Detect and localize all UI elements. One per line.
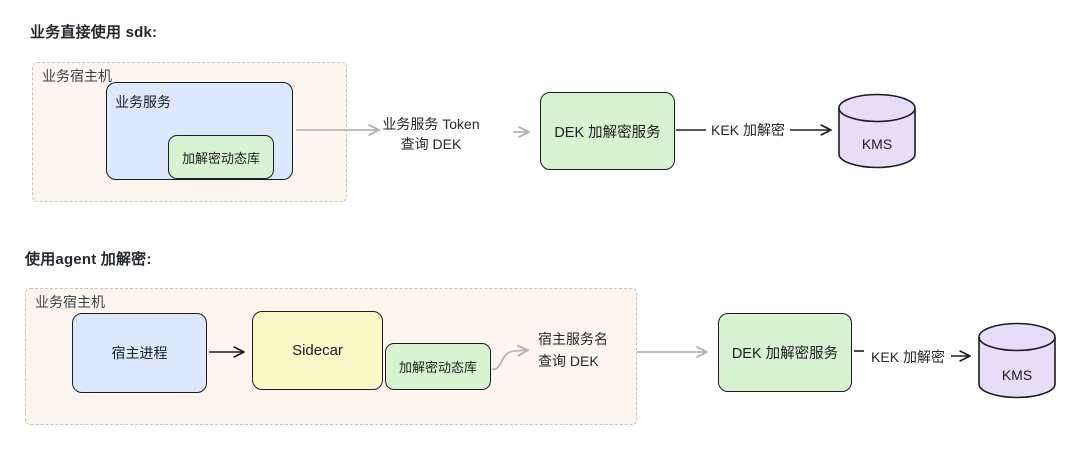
cylinder-shape bbox=[838, 93, 916, 169]
flow2-lib-box-label: 加解密动态库 bbox=[398, 360, 477, 375]
flow2-process-box: 宿主进程 bbox=[72, 313, 207, 393]
flow2-query-label: 宿主服务名 查询 DEK bbox=[538, 328, 610, 372]
flow1-kms-cylinder: KMS bbox=[837, 92, 917, 170]
flow1-lib-box-label: 加解密动态库 bbox=[181, 150, 260, 166]
flow1-kms-label: KMS bbox=[861, 136, 893, 152]
flow1-query-label-line2: 查询 DEK bbox=[400, 136, 462, 152]
flow2-sidecar-box-label: Sidecar bbox=[292, 342, 343, 359]
flow2-kek-label: KEK 加解密 bbox=[871, 349, 945, 365]
flow1-service-box-label: 业务服务 bbox=[115, 94, 171, 110]
flow2-kms-label: KMS bbox=[1001, 367, 1033, 383]
flow2-query-label-line2: 查询 DEK bbox=[538, 353, 599, 369]
flow2-dek-service-box: DEK 加解密服务 bbox=[718, 313, 852, 392]
flow1-kek-label: KEK 加解密 bbox=[711, 122, 785, 138]
cylinder-shape bbox=[978, 322, 1056, 399]
flow1-query-label: 业务服务 Token 查询 DEK bbox=[371, 114, 491, 154]
flow1-title: 业务直接使用 sdk: bbox=[30, 24, 158, 41]
flow1-dek-service-box: DEK 加解密服务 bbox=[540, 92, 675, 170]
flow1-dek-service-box-label: DEK 加解密服务 bbox=[554, 124, 661, 141]
flow2-host-label: 业务宿主机 bbox=[35, 294, 105, 310]
flow1-lib-box: 加解密动态库 bbox=[168, 135, 274, 179]
flow2-kms-cylinder: KMS bbox=[977, 321, 1057, 400]
flow2-sidecar-box: Sidecar bbox=[252, 311, 383, 390]
flow2-query-label-line1: 宿主服务名 bbox=[538, 331, 608, 347]
flow2-dek-service-box-label: DEK 加解密服务 bbox=[731, 346, 839, 362]
flow2-process-box-label: 宿主进程 bbox=[111, 345, 168, 361]
flow1-query-label-line1: 业务服务 Token bbox=[382, 116, 480, 132]
flow2-title: 使用agent 加解密: bbox=[25, 251, 152, 268]
flow1-host-label: 业务宿主机 bbox=[42, 68, 112, 84]
flow2-lib-box: 加解密动态库 bbox=[385, 343, 491, 390]
